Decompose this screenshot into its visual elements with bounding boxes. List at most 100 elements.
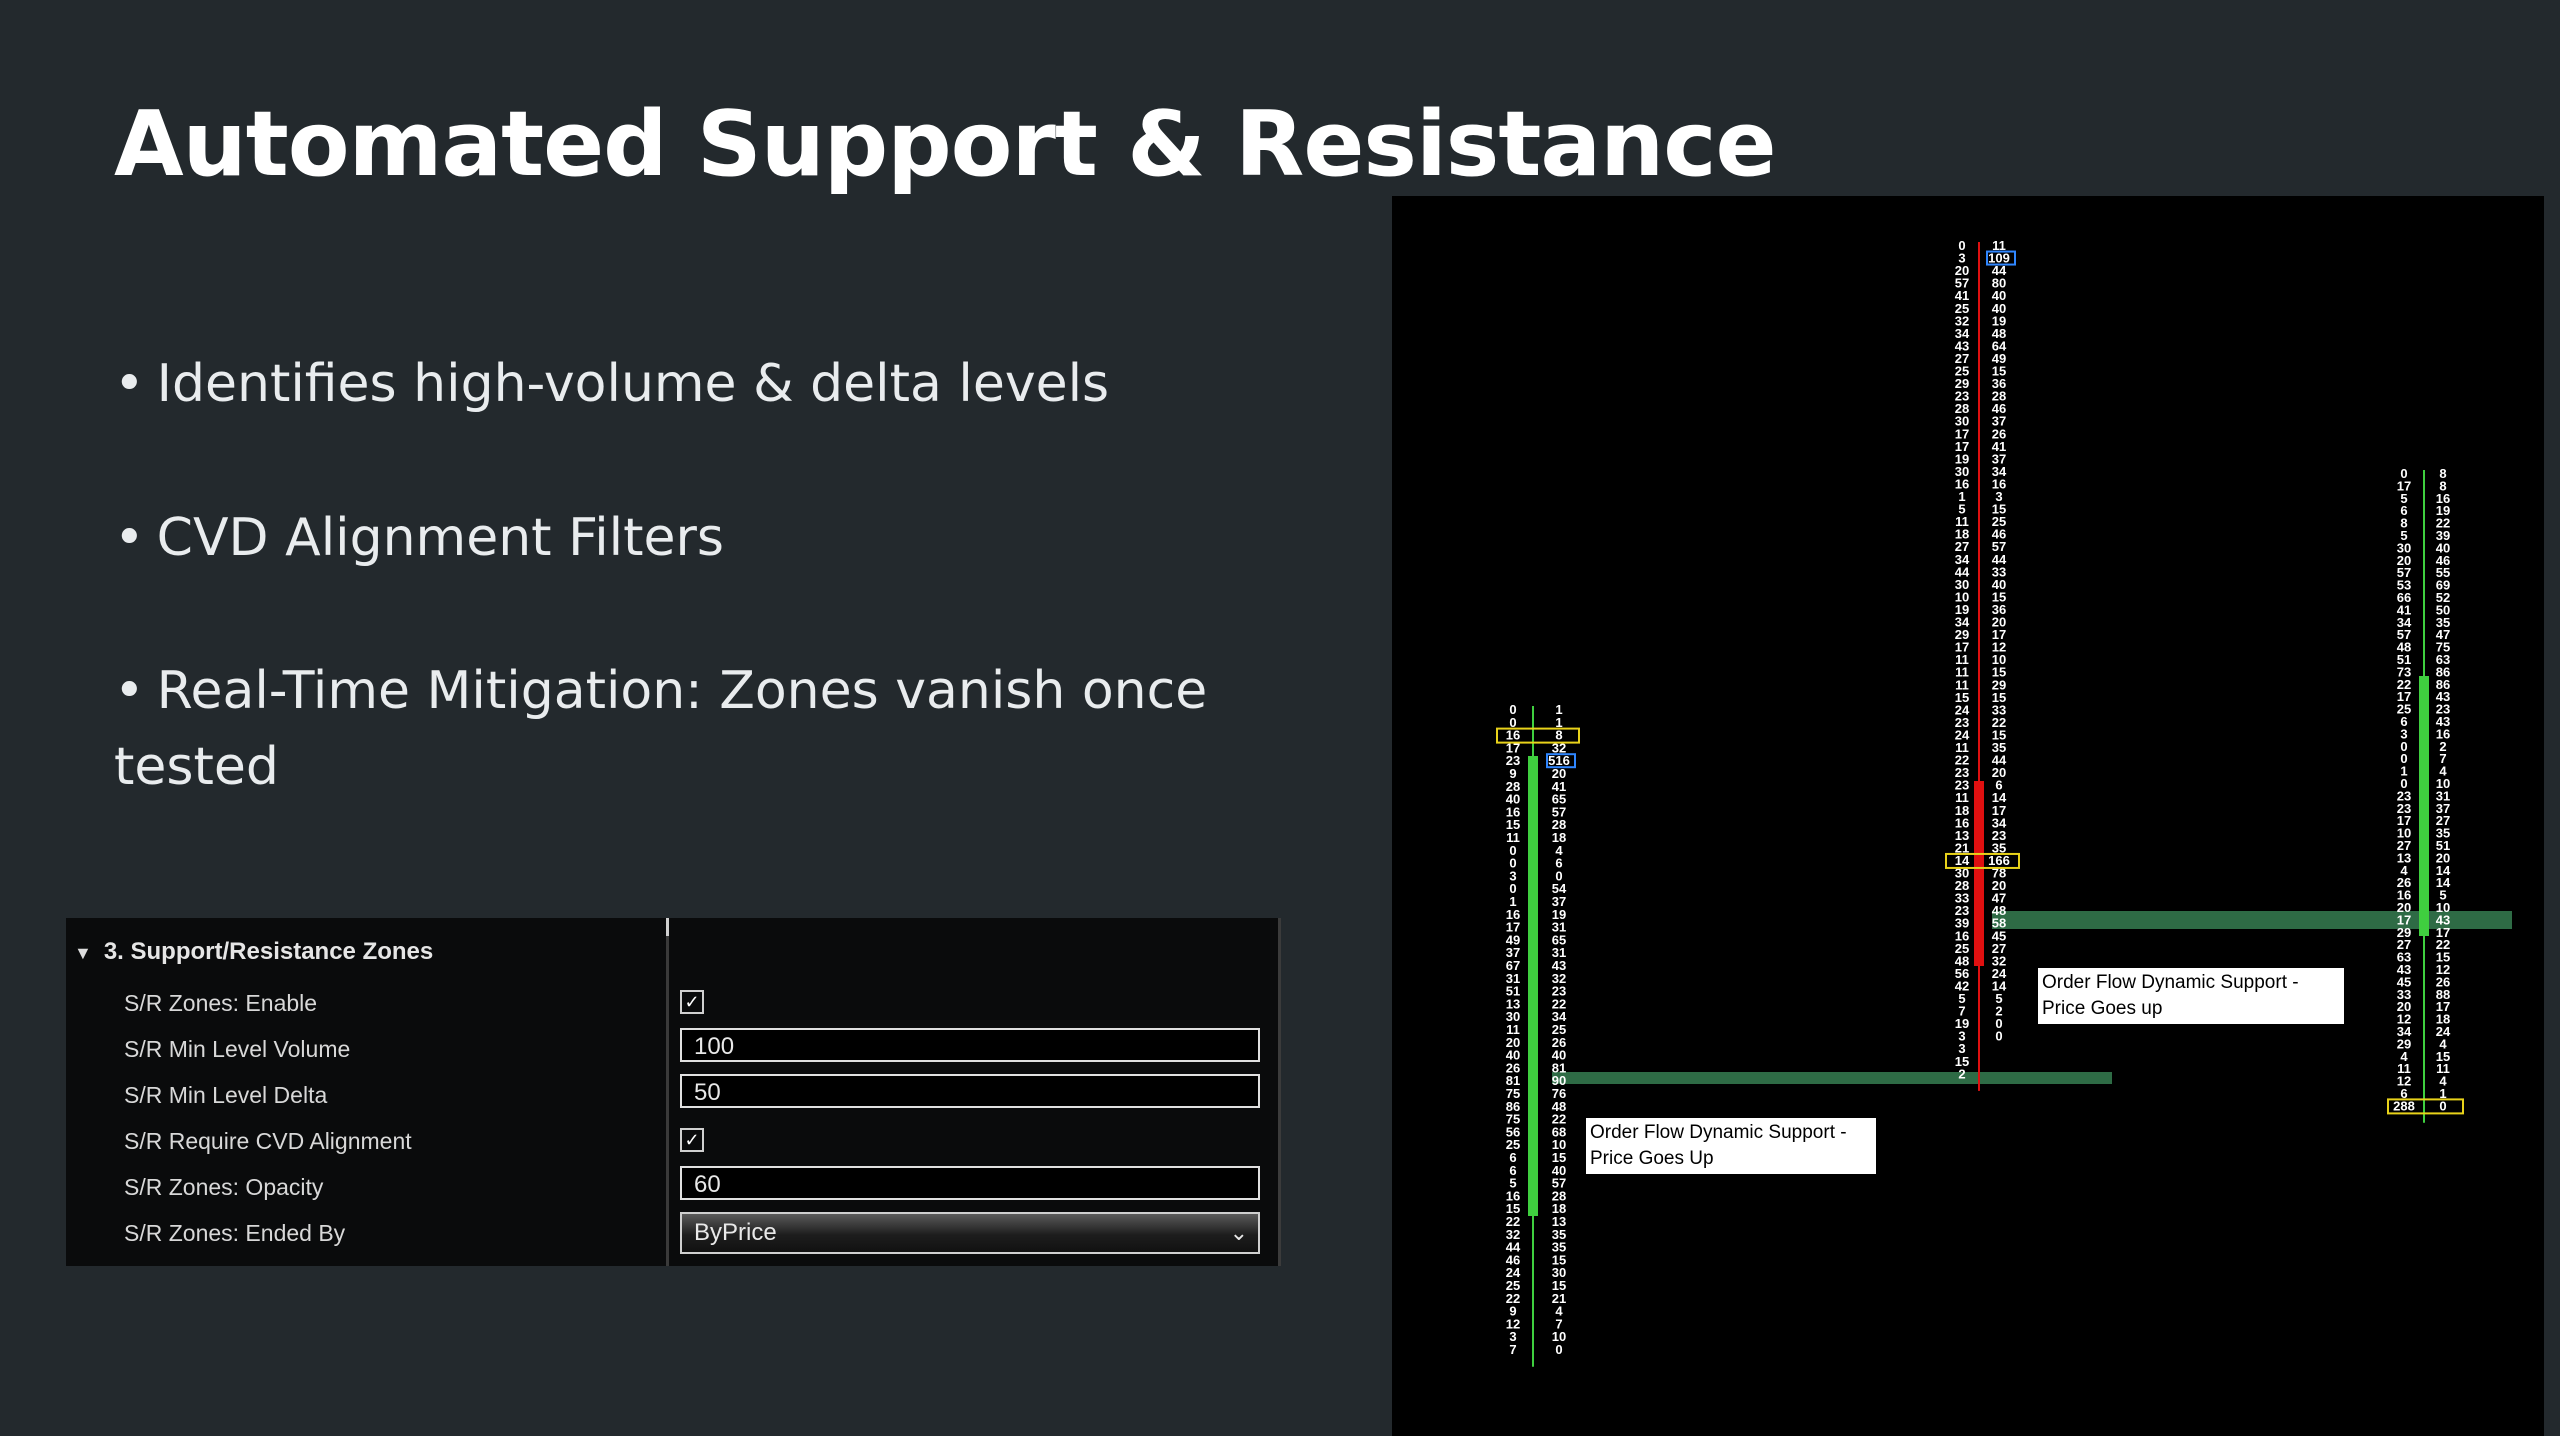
bid-volume-label: 23 <box>1955 903 1969 918</box>
ask-volume-label: 20 <box>1552 766 1566 781</box>
bid-volume-label: 57 <box>1955 276 1969 291</box>
ask-volume-label: 65 <box>1552 932 1566 947</box>
bid-volume-label: 20 <box>2397 999 2411 1014</box>
bid-volume-label: 25 <box>1955 301 1969 316</box>
bid-volume-label: 11 <box>2397 1061 2411 1076</box>
ask-volume-label: 5 <box>1995 991 2002 1006</box>
ask-volume-label: 15 <box>1552 1252 1566 1267</box>
ask-volume-label: 80 <box>1992 276 2006 291</box>
column-divider[interactable] <box>666 918 669 1266</box>
ask-volume-label: 28 <box>1552 817 1566 832</box>
ask-volume-label: 16 <box>2436 491 2450 506</box>
bid-volume-label: 18 <box>1955 527 1969 542</box>
column-resize-handle[interactable] <box>666 918 669 936</box>
ask-volume-label: 57 <box>1552 1176 1566 1191</box>
min-volume-input[interactable]: 100 <box>680 1028 1260 1062</box>
bid-volume-label: 6 <box>1509 1163 1516 1178</box>
bid-volume-label: 12 <box>2397 1012 2411 1027</box>
ask-volume-label: 44 <box>1992 263 2007 278</box>
support-zone-1 <box>1552 1072 2112 1084</box>
bid-volume-label: 1 <box>1958 489 1965 504</box>
bullet-text: CVD Alignment Filters <box>156 508 724 568</box>
bid-volume-label: 34 <box>2397 1024 2412 1039</box>
ask-volume-label: 46 <box>2436 553 2450 568</box>
setting-label: S/R Min Level Volume <box>124 1036 351 1062</box>
bid-volume-label: 6 <box>1509 1150 1516 1165</box>
slide-title: Automated Support & Resistance <box>114 92 1777 197</box>
setting-label: S/R Zones: Enable <box>124 990 318 1016</box>
bid-volume-label: 0 <box>2400 739 2407 754</box>
ask-volume-label: 36 <box>1992 376 2006 391</box>
ended-by-select[interactable]: ByPrice⌄ <box>680 1212 1260 1254</box>
ask-volume-label: 35 <box>2436 615 2450 630</box>
enable-checkbox[interactable]: ✓ <box>680 990 704 1014</box>
bullet-text: Real-Time Mitigation: Zones vanish once … <box>114 661 1208 797</box>
ask-volume-label: 39 <box>2436 528 2450 543</box>
ask-volume-label: 20 <box>1992 878 2006 893</box>
bid-volume-label: 22 <box>1955 753 1969 768</box>
annotation-support-1: Order Flow Dynamic Support - Price Goes … <box>1586 1118 1876 1174</box>
bid-volume-label: 37 <box>1506 945 1520 960</box>
ask-volume-label: 5 <box>2439 888 2446 903</box>
ask-volume-label: 23 <box>1992 828 2006 843</box>
bid-volume-label: 6 <box>2400 714 2407 729</box>
bid-volume-label: 14 <box>1955 853 1970 868</box>
ask-volume-label: 57 <box>1552 804 1566 819</box>
ask-volume-label: 21 <box>1552 1291 1566 1306</box>
bid-volume-label: 3 <box>1958 1029 1965 1044</box>
ask-volume-label: 35 <box>2436 826 2450 841</box>
bid-volume-label: 11 <box>1506 830 1520 845</box>
collapse-triangle-icon[interactable]: ▼ <box>74 943 92 963</box>
bid-volume-label: 4 <box>2400 863 2408 878</box>
support-zone-2 <box>1992 911 2512 929</box>
bid-volume-label: 9 <box>1509 766 1516 781</box>
bid-volume-label: 5 <box>1958 991 1965 1006</box>
bid-volume-label: 39 <box>1955 916 1969 931</box>
imbalance-box <box>1546 753 1576 769</box>
ask-volume-label: 37 <box>1992 451 2006 466</box>
bid-volume-label: 23 <box>1955 715 1969 730</box>
bid-volume-label: 18 <box>1955 803 1969 818</box>
ask-volume-label: 20 <box>1992 615 2006 630</box>
min-delta-input[interactable]: 50 <box>680 1074 1260 1108</box>
ask-volume-label: 15 <box>1992 502 2006 517</box>
opacity-input[interactable]: 60 <box>680 1166 1260 1200</box>
bid-volume-label: 24 <box>1955 727 1970 742</box>
ask-volume-label: 55 <box>2436 565 2450 580</box>
bid-volume-label: 288 <box>2393 1098 2415 1113</box>
bid-volume-label: 30 <box>1506 1009 1520 1024</box>
bid-volume-label: 26 <box>1506 1060 1520 1075</box>
bid-volume-label: 30 <box>1955 866 1969 881</box>
ask-volume-label: 58 <box>1992 916 2006 931</box>
bid-volume-label: 11 <box>1955 652 1969 667</box>
ask-volume-label: 26 <box>1992 426 2006 441</box>
ask-volume-label: 47 <box>2436 627 2450 642</box>
ask-volume-label: 19 <box>1552 907 1566 922</box>
imbalance-box <box>1986 250 2016 266</box>
bid-volume-label: 44 <box>1955 564 1970 579</box>
bid-volume-label: 25 <box>1506 1278 1520 1293</box>
ask-volume-label: 48 <box>1992 903 2006 918</box>
setting-row-min-delta: S/R Min Level Delta 50 <box>66 1072 1272 1118</box>
ask-volume-label: 43 <box>2436 912 2450 927</box>
setting-row-cvd-alignment: S/R Require CVD Alignment ✓ <box>66 1118 1272 1164</box>
bid-volume-label: 34 <box>1955 552 1970 567</box>
ask-volume-label: 17 <box>1992 803 2006 818</box>
bid-volume-label: 27 <box>2397 838 2411 853</box>
bid-volume-label: 56 <box>1506 1124 1520 1139</box>
bid-volume-label: 63 <box>2397 950 2411 965</box>
ask-volume-label: 63 <box>2436 652 2450 667</box>
bid-volume-label: 10 <box>2397 826 2411 841</box>
ask-volume-label: 40 <box>1552 1048 1566 1063</box>
bid-volume-label: 0 <box>1509 702 1516 717</box>
cvd-alignment-checkbox[interactable]: ✓ <box>680 1128 704 1152</box>
bid-volume-label: 43 <box>1955 338 1969 353</box>
bid-volume-label: 17 <box>2397 813 2411 828</box>
bid-volume-label: 81 <box>1506 1073 1520 1088</box>
ask-volume-label: 0 <box>1995 1029 2002 1044</box>
section-header[interactable]: ▼3. Support/Resistance Zones <box>74 938 433 966</box>
bid-volume-label: 51 <box>1506 984 1520 999</box>
bid-volume-label: 27 <box>1955 539 1969 554</box>
bid-volume-label: 16 <box>2397 888 2411 903</box>
